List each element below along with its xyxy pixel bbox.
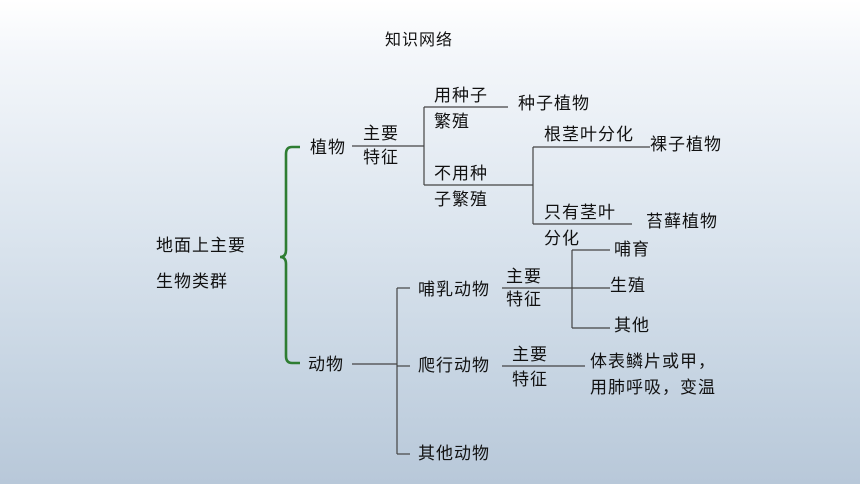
other-animals-label: 其他动物	[418, 444, 490, 464]
root-stem-leaf-label: 根茎叶分化	[544, 125, 634, 145]
root-brace	[279, 145, 300, 365]
seed-label-line1: 用种子	[434, 86, 488, 106]
plants-feature-line2: 特征	[363, 148, 399, 168]
no-seed-label-line1: 不用种	[434, 164, 488, 184]
root-label-line1: 地面上主要	[156, 236, 246, 256]
mammal-trait-nursing: 哺育	[614, 240, 650, 260]
seed-label-line2: 繁殖	[434, 112, 470, 132]
plants-feature-line1: 主要	[363, 124, 399, 144]
reptiles-feature-line1: 主要	[512, 345, 548, 365]
gymnosperm-result: 裸子植物	[650, 135, 722, 155]
seed-plants-result: 种子植物	[518, 94, 590, 114]
stem-leaf-label-line1: 只有茎叶	[544, 203, 616, 223]
mammal-trait-other: 其他	[614, 316, 650, 336]
reptiles-desc-line1: 体表鳞片或甲，	[590, 352, 716, 372]
plants-label: 植物	[310, 138, 346, 158]
reptiles-feature-line2: 特征	[512, 370, 548, 390]
stem-leaf-label-line2: 分化	[544, 229, 580, 249]
root-label-line2: 生物类群	[156, 272, 228, 292]
mammals-feature-line2: 特征	[506, 290, 542, 310]
mammal-trait-reproduction: 生殖	[610, 276, 646, 296]
animals-label: 动物	[308, 355, 344, 375]
reptiles-label: 爬行动物	[418, 356, 490, 376]
mammals-feature-line1: 主要	[506, 267, 542, 287]
moss-result: 苔藓植物	[646, 212, 718, 232]
no-seed-label-line2: 子繁殖	[434, 190, 488, 210]
page-title: 知识网络	[385, 30, 454, 49]
reptiles-desc-line2: 用肺呼吸，变温	[590, 378, 716, 398]
mammals-label: 哺乳动物	[418, 280, 490, 300]
